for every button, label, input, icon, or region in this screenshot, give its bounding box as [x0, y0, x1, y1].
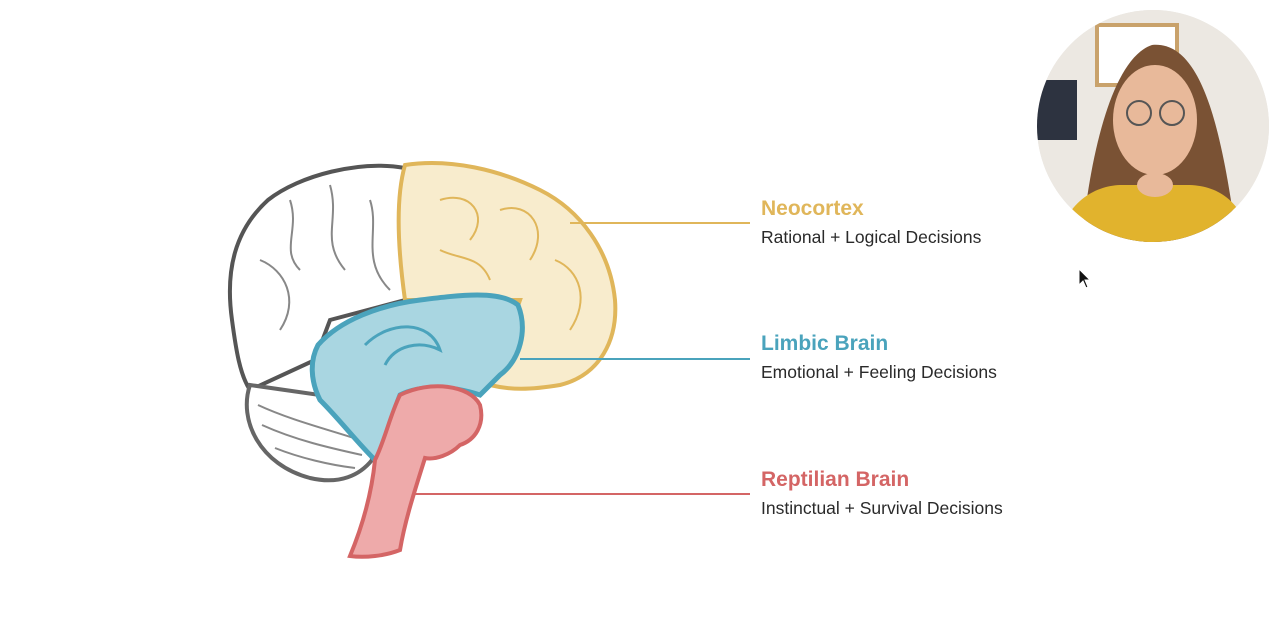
neocortex-region — [396, 161, 618, 391]
reptilian-region — [347, 384, 484, 559]
neocortex-label: Neocortex Rational + Logical Decisions — [761, 197, 981, 248]
reptilian-title: Reptilian Brain — [761, 468, 910, 491]
mouse-pointer-icon — [1078, 268, 1092, 289]
presenter-webcam — [1037, 10, 1269, 242]
reptilian-label: Reptilian Brain Instinctual + Survival D… — [761, 468, 1003, 519]
limbic-subtitle: Emotional + Feeling Decisions — [761, 362, 997, 382]
reptilian-subtitle: Instinctual + Survival Decisions — [761, 498, 1003, 518]
neocortex-title: Neocortex — [761, 197, 864, 220]
brain-cortex-white — [227, 163, 407, 393]
limbic-label: Limbic Brain Emotional + Feeling Decisio… — [761, 332, 997, 383]
limbic-title: Limbic Brain — [761, 332, 889, 355]
presenter-video-icon — [1037, 10, 1269, 242]
neocortex-subtitle: Rational + Logical Decisions — [761, 227, 982, 247]
